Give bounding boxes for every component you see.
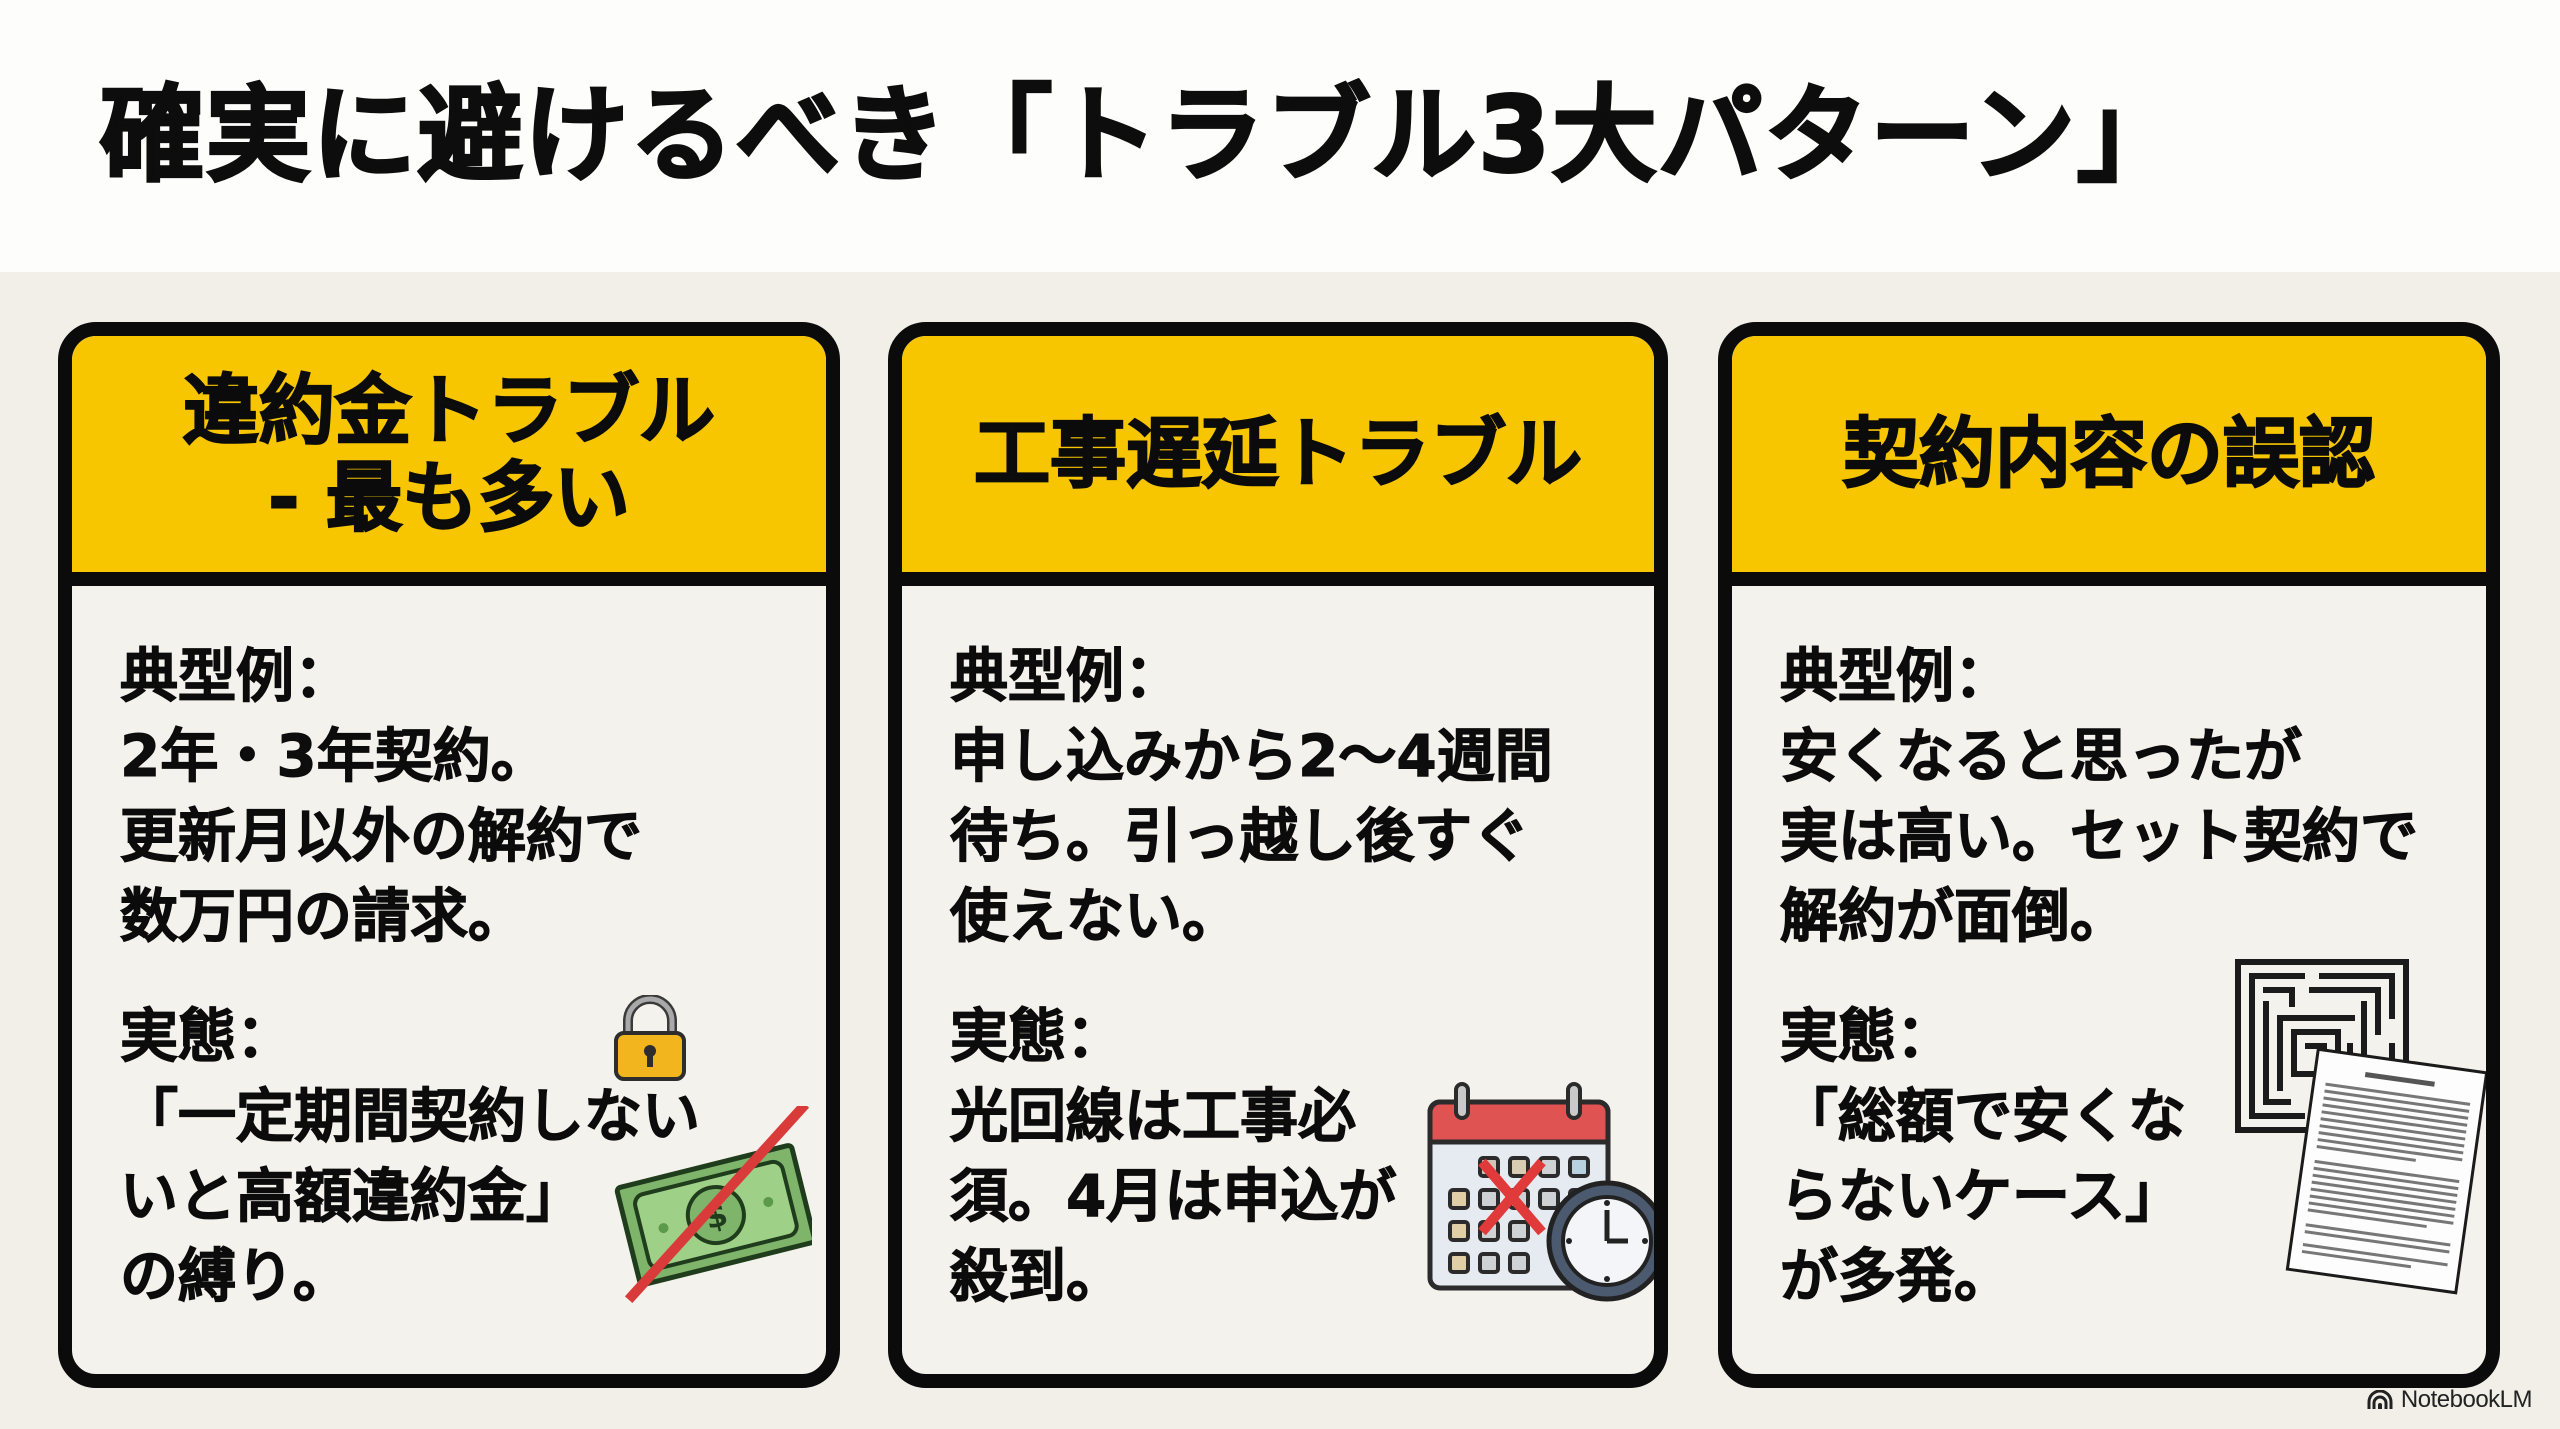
reality-line: 光回線は工事必 xyxy=(950,1082,1357,1151)
clock-icon xyxy=(1546,1180,1654,1302)
contract-document-icon xyxy=(2285,1047,2486,1295)
example-line: 安くなると思ったが xyxy=(1780,722,2303,791)
reality-label: 実態： xyxy=(120,1002,295,1071)
reality-line: 「一定期間契約しない xyxy=(120,1082,701,1151)
card-contract-misunderstanding: 契約内容の誤認 典型例： 安くなると思ったが 実は高い。セット契約で 解約が面倒… xyxy=(1718,322,2500,1388)
reality-label: 実態： xyxy=(950,1002,1125,1071)
example-label: 典型例： xyxy=(120,642,353,711)
reality-line: いと高額違約金」 xyxy=(120,1162,585,1231)
card-header: 違約金トラブル - 最も多い xyxy=(72,336,826,586)
example-line: 数万円の請求。 xyxy=(120,882,527,951)
example-label: 典型例： xyxy=(950,642,1183,711)
notebooklm-logo-icon xyxy=(2367,1390,2393,1409)
reality-line: 須。4月は申込が xyxy=(950,1162,1397,1231)
example-line: 申し込みから2〜4週間 xyxy=(950,722,1554,791)
reality-section: 実態： 「総額で安くな らないケース」 が多発。 xyxy=(1780,996,2486,1316)
card-body: 典型例： 安くなると思ったが 実は高い。セット契約で 解約が面倒。 実態： 「総… xyxy=(1732,586,2486,1316)
reality-section: 実態： 「一定期間契約しない いと高額違約金」 の縛り。 xyxy=(120,996,826,1316)
reality-line: の縛り。 xyxy=(120,1242,352,1311)
reality-line: 「総額で安くな xyxy=(1780,1082,2187,1151)
card-body: 典型例： 2年・3年契約。 更新月以外の解約で 数万円の請求。 実態： 「一定期… xyxy=(72,586,826,1316)
example-section: 典型例： 申し込みから2〜4週間 待ち。引っ越し後すぐ 使えない。 xyxy=(950,636,1654,956)
reality-line: が多発。 xyxy=(1780,1242,2013,1311)
card-header-line: 違約金トラブル xyxy=(182,365,716,455)
example-line: 解約が面倒。 xyxy=(1780,882,2129,951)
watermark-label: NotebookLM xyxy=(2400,1386,2533,1413)
card-header: 契約内容の誤認 xyxy=(1732,336,2486,586)
card-header-title: 工事遅延トラブル xyxy=(973,409,1583,499)
page-title: 確実に避けるべき「トラブル3大パターン」 xyxy=(98,74,2184,196)
card-header-line: - 最も多い xyxy=(267,453,631,543)
example-label: 典型例： xyxy=(1780,642,2013,711)
example-line: 待ち。引っ越し後すぐ xyxy=(950,802,1531,871)
card-header-line: 契約内容の誤認 xyxy=(1842,409,2376,499)
card-body: 典型例： 申し込みから2〜4週間 待ち。引っ越し後すぐ 使えない。 実態： 光回… xyxy=(902,586,1654,1316)
card-header-title: 違約金トラブル - 最も多い xyxy=(182,365,716,543)
reality-label: 実態： xyxy=(1780,1002,1955,1071)
example-section: 典型例： 安くなると思ったが 実は高い。セット契約で 解約が面倒。 xyxy=(1780,636,2486,956)
reality-section: 実態： 光回線は工事必 須。4月は申込が 殺到。 xyxy=(950,996,1654,1316)
card-penalty-trouble: 違約金トラブル - 最も多い 典型例： 2年・3年契約。 更新月以外の解約で 数… xyxy=(58,322,840,1388)
card-construction-delay: 工事遅延トラブル 典型例： 申し込みから2〜4週間 待ち。引っ越し後すぐ 使えな… xyxy=(888,322,1668,1388)
card-header: 工事遅延トラブル xyxy=(902,336,1654,586)
notebooklm-watermark: NotebookLM xyxy=(2367,1386,2533,1414)
card-header-title: 契約内容の誤認 xyxy=(1842,409,2376,499)
crossed-out-banknote-icon: $ xyxy=(614,1106,812,1304)
example-line: 更新月以外の解約で xyxy=(120,802,643,871)
example-line: 使えない。 xyxy=(950,882,1241,951)
reality-line: らないケース」 xyxy=(1780,1162,2184,1231)
example-line: 実は高い。セット契約で xyxy=(1780,802,2419,871)
reality-line: 殺到。 xyxy=(950,1242,1125,1311)
example-line: 2年・3年契約。 xyxy=(120,722,550,791)
padlock-icon xyxy=(614,995,686,1081)
title-band xyxy=(0,0,2560,272)
card-header-line: 工事遅延トラブル xyxy=(973,409,1583,499)
example-section: 典型例： 2年・3年契約。 更新月以外の解約で 数万円の請求。 xyxy=(120,636,826,956)
